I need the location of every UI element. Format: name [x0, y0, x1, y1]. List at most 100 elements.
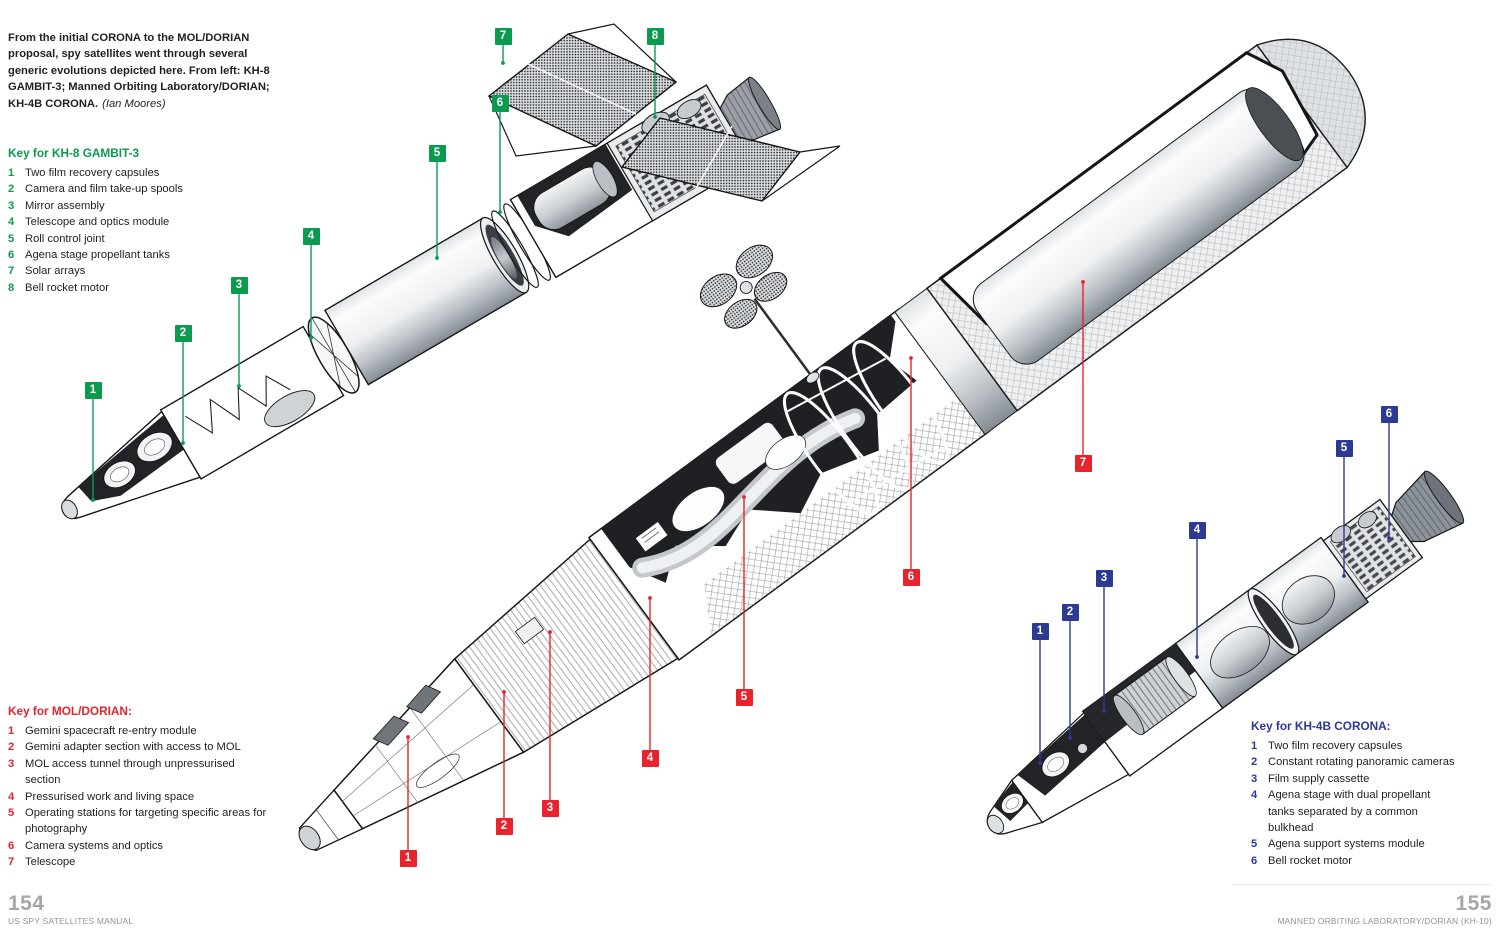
- illustration-mol-dorian: [298, 38, 1366, 852]
- key-title: Key for KH-4B CORONA:: [1251, 719, 1391, 733]
- key-item-number: 3: [8, 757, 15, 770]
- key-item-number: 1: [8, 167, 15, 179]
- key-item: 2 Gemini adapter section with access to M…: [8, 739, 308, 755]
- callout-mol-2: 2: [495, 817, 513, 835]
- callout-gambit-6: 6: [491, 94, 509, 112]
- key-item-list: 1 Gemini spacecraft re-entry module 2 Gemin…: [8, 723, 308, 871]
- key-item-text: Two film recovery capsules: [25, 167, 160, 179]
- key-item-text: Pressurised work and living space: [25, 790, 195, 803]
- key-item: 5 Agena support systems module: [1251, 836, 1481, 852]
- key-item-number: 2: [8, 741, 15, 754]
- key-item-text: Agena stage with dual propellant tanks s…: [1268, 789, 1431, 835]
- callout-gambit-2: 2: [174, 324, 192, 342]
- key-item-text: Operating stations for targeting specifi…: [25, 807, 267, 836]
- callout-corona-5: 5: [1335, 439, 1353, 457]
- key-kh8-gambit3: Key for KH-8 GAMBIT-3 1 Two film recovery…: [8, 146, 308, 296]
- callout-gambit-1: 1: [84, 381, 102, 399]
- key-item-text: Constant rotating panoramic cameras: [1268, 756, 1455, 769]
- key-item: 3 MOL access tunnel through unpressurised…: [8, 756, 308, 789]
- callout-mol-4: 4: [641, 749, 659, 767]
- intro-text: From the initial CORONA to the MOL/DORIA…: [8, 32, 270, 110]
- key-item-text: Solar arrays: [25, 265, 86, 278]
- key-item-number: 2: [1251, 756, 1258, 769]
- key-item-text: Camera and film take-up spools: [25, 183, 183, 196]
- key-item-text: MOL access tunnel through unpressurised …: [25, 757, 235, 787]
- footer-left: 154 US SPY SATELLITES MANUAL: [8, 892, 134, 926]
- callout-mol-5: 5: [735, 688, 753, 706]
- key-item-number: 6: [8, 839, 15, 852]
- key-item: 7 Telescope: [8, 854, 308, 870]
- key-item: 6 Camera systems and optics: [8, 838, 308, 854]
- illustration-kh8-gambit3: [61, 23, 841, 520]
- callout-mol-6: 6: [902, 568, 920, 586]
- callout-corona-4: 4: [1188, 521, 1206, 539]
- callout-mol-3: 3: [541, 799, 559, 817]
- callout-mol-7: 7: [1074, 454, 1092, 472]
- key-item: 2 Constant rotating panoramic cameras: [1251, 754, 1481, 770]
- key-item-number: 4: [8, 216, 15, 229]
- key-item-text: Telescope: [25, 856, 76, 869]
- callout-gambit-8: 8: [646, 27, 664, 45]
- callout-mol-1: 1: [399, 849, 417, 867]
- page-label-right: MANNED ORBITING LABORATORY/DORIAN (KH-10…: [1277, 916, 1492, 926]
- key-item-number: 8: [8, 281, 15, 294]
- callout-corona-2: 2: [1061, 603, 1079, 621]
- callout-gambit-7: 7: [494, 27, 512, 45]
- key-item-text: Camera systems and optics: [25, 839, 164, 852]
- key-item: 7 Solar arrays: [8, 263, 308, 279]
- key-item: 6 Bell rocket motor: [1251, 853, 1481, 869]
- gambit-solar-array-left: [487, 23, 678, 157]
- key-item: 5 Operating stations for targeting specif…: [8, 805, 308, 838]
- key-item-text: Two film recovery capsules: [1268, 740, 1403, 752]
- key-item-number: 5: [8, 807, 15, 820]
- key-item-number: 3: [1251, 772, 1258, 785]
- key-title: Key for KH-8 GAMBIT-3: [8, 146, 140, 160]
- key-item-number: 7: [8, 856, 15, 869]
- callout-corona-3: 3: [1095, 569, 1113, 587]
- key-item-text: Gemini spacecraft re-entry module: [25, 725, 197, 737]
- callout-corona-6: 6: [1380, 405, 1398, 423]
- key-item-text: Gemini adapter section with access to MO…: [25, 741, 241, 754]
- key-item-number: 5: [8, 232, 15, 245]
- footer-rule: [1232, 884, 1492, 885]
- intro-caption: From the initial CORONA to the MOL/DORIA…: [8, 30, 308, 112]
- key-item-list: 1 Two film recovery capsules 2 Camera and f…: [8, 165, 308, 296]
- callout-gambit-5: 5: [428, 144, 446, 162]
- key-item-number: 7: [8, 265, 15, 278]
- key-item-text: Agena support systems module: [1268, 838, 1425, 851]
- key-item-number: 5: [1251, 838, 1258, 851]
- page-number-left: 154: [8, 892, 45, 915]
- key-item-number: 1: [8, 725, 15, 737]
- key-item-number: 6: [8, 249, 15, 262]
- callout-leader-lines: [91, 36, 1391, 858]
- key-item: 2 Camera and film take-up spools: [8, 181, 308, 197]
- key-item-text: Roll control joint: [25, 232, 105, 245]
- gambit-solar-array-right: [620, 117, 841, 202]
- key-item-text: Telescope and optics module: [25, 216, 170, 229]
- key-item: 1 Gemini spacecraft re-entry module: [8, 723, 308, 739]
- page-label-left: US SPY SATELLITES MANUAL: [8, 916, 134, 926]
- key-item: 4 Telescope and optics module: [8, 214, 308, 230]
- mol-antenna-dishes: [699, 244, 788, 329]
- key-item-number: 4: [1251, 789, 1258, 802]
- key-item-number: 6: [1251, 854, 1258, 867]
- intro-credit: (Ian Moores): [102, 97, 166, 110]
- key-item-number: 3: [8, 199, 15, 212]
- callout-gambit-3: 3: [230, 276, 248, 294]
- key-item: 6 Agena stage propellant tanks: [8, 247, 308, 263]
- callout-corona-1: 1: [1031, 622, 1049, 640]
- key-item-text: Agena stage propellant tanks: [25, 249, 170, 262]
- key-item-text: Bell rocket motor: [1268, 854, 1352, 867]
- key-item: 4 Agena stage with dual propellant tanks …: [1251, 787, 1481, 836]
- key-item-number: 2: [8, 183, 15, 196]
- key-title: Key for MOL/DORIAN:: [8, 704, 132, 718]
- callout-gambit-4: 4: [302, 227, 320, 245]
